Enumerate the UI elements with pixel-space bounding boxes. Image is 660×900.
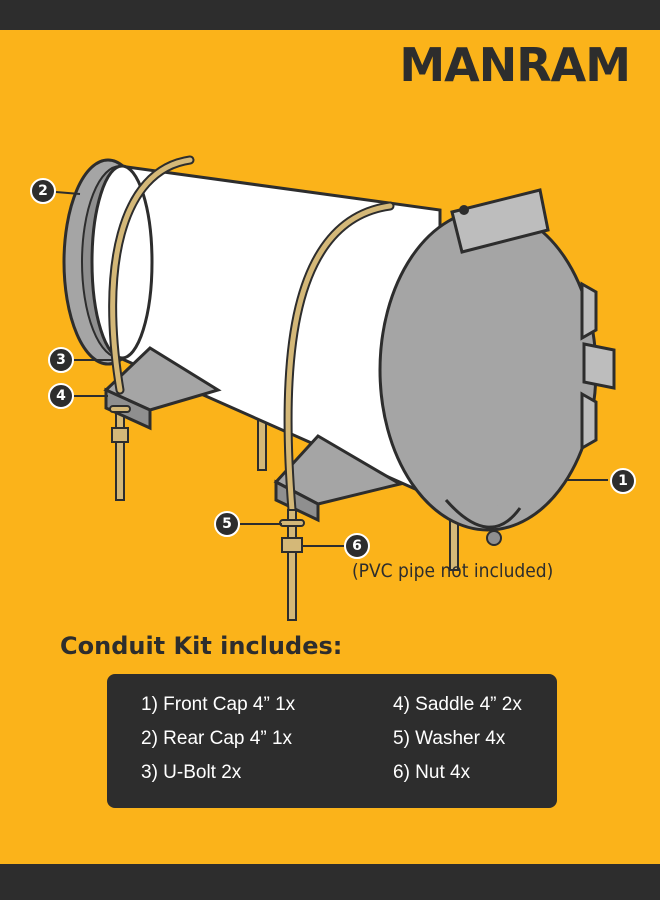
pvc-note: (PVC pipe not included) xyxy=(352,560,554,582)
front-cap xyxy=(378,188,616,546)
kit-item: 6) Nut 4x xyxy=(393,762,471,783)
kit-item: 3) U-Bolt 2x xyxy=(141,762,242,783)
kit-item: 2) Rear Cap 4” 1x xyxy=(141,728,293,749)
kit-list: 1) Front Cap 4” 1x 2) Rear Cap 4” 1x 3) … xyxy=(107,674,557,808)
leader-lines xyxy=(55,191,608,547)
front-rod xyxy=(109,405,305,621)
callout-6: 6 xyxy=(344,533,370,559)
callout-1: 1 xyxy=(610,468,636,494)
callout-2: 2 xyxy=(30,178,56,204)
callout-3: 3 xyxy=(48,347,74,373)
kit-item: 5) Washer 4x xyxy=(393,728,506,749)
kit-title: Conduit Kit includes: xyxy=(60,632,343,660)
conduit-assembly-illustration xyxy=(55,155,616,621)
brand-logo: MANRAM xyxy=(399,38,631,92)
callout-4: 4 xyxy=(48,383,74,409)
kit-item: 4) Saddle 4” 2x xyxy=(393,694,522,715)
kit-item: 1) Front Cap 4” 1x xyxy=(141,694,296,715)
callout-5: 5 xyxy=(214,511,240,537)
pvc-pipe xyxy=(90,164,442,503)
